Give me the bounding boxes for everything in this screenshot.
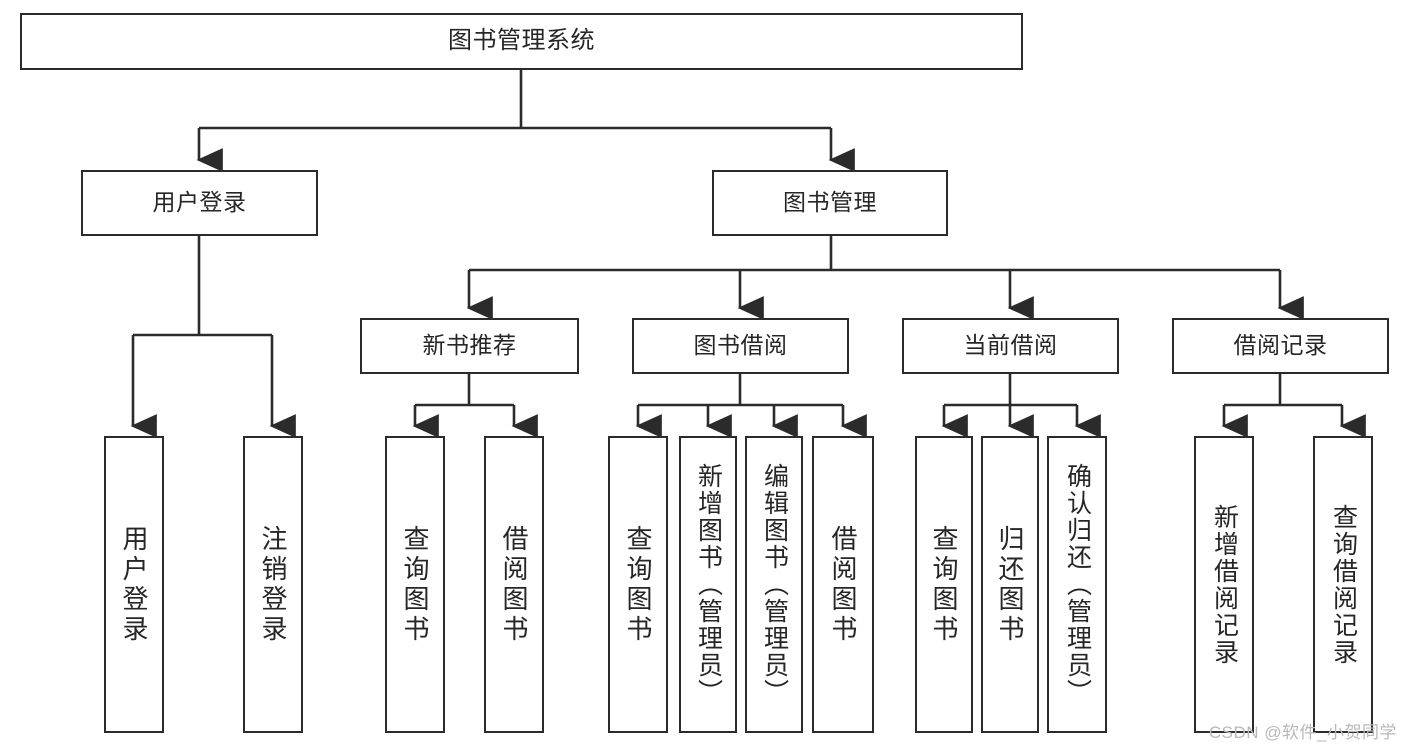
node-leaf-return-book[interactable]: 归还图书 xyxy=(981,436,1039,733)
node-root[interactable]: 图书管理系统 xyxy=(20,13,1023,70)
node-leaf-borrow-book-2-label: 借阅图书 xyxy=(828,524,858,645)
node-leaf-add-record[interactable]: 新增借阅记录 xyxy=(1194,436,1254,733)
node-user-login-label: 用户登录 xyxy=(152,189,247,216)
node-leaf-borrow-book-2[interactable]: 借阅图书 xyxy=(812,436,874,733)
node-leaf-borrow-book-1-label: 借阅图书 xyxy=(499,524,529,645)
node-book-borrow[interactable]: 图书借阅 xyxy=(632,318,849,374)
node-new-book-recommend-label: 新书推荐 xyxy=(422,332,517,359)
node-user-login[interactable]: 用户登录 xyxy=(81,170,318,236)
node-leaf-query-book-1-label: 查询图书 xyxy=(400,524,430,645)
node-leaf-user-login-label: 用户登录 xyxy=(119,524,149,645)
node-leaf-add-book[interactable]: 新增图书（管理员） xyxy=(679,436,737,733)
csdn-watermark: CSDN @软件_小贺同学 xyxy=(1208,723,1397,742)
node-leaf-edit-book[interactable]: 编辑图书（管理员） xyxy=(745,436,803,733)
node-borrow-record-label: 借阅记录 xyxy=(1233,332,1328,359)
node-leaf-logout-label: 注销登录 xyxy=(258,524,288,645)
node-leaf-add-record-label: 新增借阅记录 xyxy=(1210,503,1239,666)
node-leaf-logout[interactable]: 注销登录 xyxy=(243,436,303,733)
node-new-book-recommend[interactable]: 新书推荐 xyxy=(360,318,579,374)
node-borrow-record[interactable]: 借阅记录 xyxy=(1172,318,1389,374)
node-leaf-query-book-2[interactable]: 查询图书 xyxy=(608,436,668,733)
node-leaf-user-login[interactable]: 用户登录 xyxy=(104,436,164,733)
node-leaf-return-book-label: 归还图书 xyxy=(995,524,1025,645)
node-leaf-add-book-label: 新增图书（管理员） xyxy=(694,463,723,706)
node-leaf-query-book-3[interactable]: 查询图书 xyxy=(915,436,973,733)
node-current-borrow[interactable]: 当前借阅 xyxy=(902,318,1119,374)
node-root-label: 图书管理系统 xyxy=(448,27,595,55)
node-leaf-query-record[interactable]: 查询借阅记录 xyxy=(1313,436,1373,733)
node-leaf-query-book-1[interactable]: 查询图书 xyxy=(385,436,445,733)
node-leaf-edit-book-label: 编辑图书（管理员） xyxy=(760,463,789,706)
node-leaf-query-book-3-label: 查询图书 xyxy=(929,524,959,645)
node-book-borrow-label: 图书借阅 xyxy=(693,332,788,359)
node-leaf-query-book-2-label: 查询图书 xyxy=(623,524,653,645)
node-leaf-confirm-return[interactable]: 确认归还（管理员） xyxy=(1047,436,1107,733)
node-leaf-borrow-book-1[interactable]: 借阅图书 xyxy=(484,436,544,733)
node-leaf-query-record-label: 查询借阅记录 xyxy=(1329,503,1358,666)
node-current-borrow-label: 当前借阅 xyxy=(963,332,1058,359)
node-book-manage[interactable]: 图书管理 xyxy=(712,170,948,236)
node-leaf-confirm-return-label: 确认归还（管理员） xyxy=(1063,463,1092,706)
node-book-manage-label: 图书管理 xyxy=(783,189,877,216)
